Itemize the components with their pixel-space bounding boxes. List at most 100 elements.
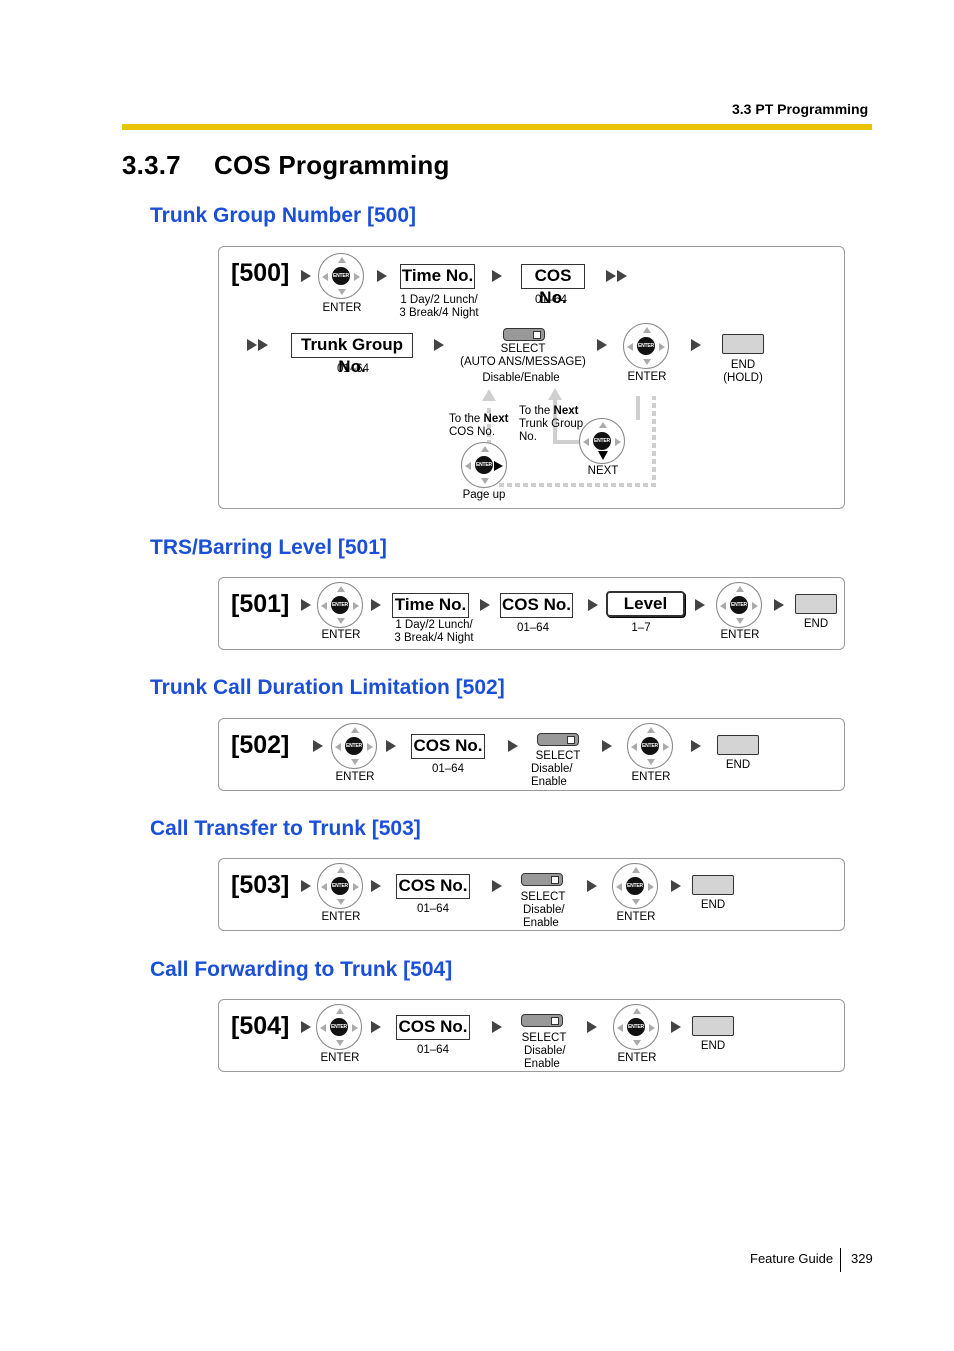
code-500: [500]: [231, 259, 290, 287]
subsection-title-503: Call Transfer to Trunk [503]: [150, 817, 421, 840]
level-range-label: 1–7: [631, 622, 651, 634]
page-up-label: Page up: [462, 489, 506, 501]
disable-enable-label: Disable/ Enable: [524, 1045, 566, 1070]
enter-key-icon[interactable]: ENTER: [623, 323, 669, 369]
header-rule: [122, 124, 872, 130]
code-504: [504]: [231, 1012, 290, 1040]
section-number: 3.3.7: [122, 150, 181, 180]
cos-range-label: 01–64: [417, 903, 449, 915]
step-arrow: [588, 599, 598, 611]
page-number: 329: [851, 1251, 873, 1266]
step-arrow: [371, 880, 381, 892]
step-arrow: [671, 880, 681, 892]
subsection-title-500: Trunk Group Number [500]: [150, 204, 417, 227]
trunk-group-no-field[interactable]: Trunk Group No.: [291, 333, 413, 376]
enter-label: ENTER: [627, 371, 667, 383]
step-arrow: [508, 740, 518, 752]
continue-arrow: [247, 339, 271, 351]
enter-key-icon[interactable]: ENTER: [316, 1004, 362, 1050]
end-label: END: [725, 759, 751, 771]
enter-key-icon[interactable]: ENTER: [716, 582, 762, 628]
section-name: COS Programming: [214, 150, 450, 180]
select-key-icon[interactable]: [521, 873, 563, 886]
cos-no-field[interactable]: COS No.: [396, 1015, 470, 1040]
cos-no-field[interactable]: COS No.: [396, 874, 470, 899]
step-arrow: [371, 599, 381, 611]
enter-label: ENTER: [720, 629, 760, 641]
cos-range-label: 01–64: [417, 1044, 449, 1056]
end-label: END: [700, 1040, 726, 1052]
time-no-field[interactable]: Time No.: [400, 264, 475, 289]
subsection-title-501: TRS/Barring Level [501]: [150, 536, 387, 559]
step-arrow: [377, 270, 387, 282]
end-key-icon[interactable]: [795, 594, 837, 614]
subsection-title-504: Call Forwarding to Trunk [504]: [150, 958, 453, 981]
enter-key-icon[interactable]: ENTER: [331, 723, 377, 769]
enter-label: ENTER: [335, 771, 375, 783]
disable-enable-label: Disable/Enable: [482, 372, 560, 384]
enter-key-icon[interactable]: ENTER: [317, 863, 363, 909]
cos-no-field[interactable]: COS No.: [411, 734, 485, 759]
code-502: [502]: [231, 731, 290, 759]
end-key-icon[interactable]: [692, 875, 734, 895]
step-arrow: [301, 270, 311, 282]
step-arrow: [492, 1021, 502, 1033]
code-503: [503]: [231, 871, 290, 899]
step-arrow: [587, 880, 597, 892]
cos-range-label: 01–64: [535, 294, 567, 306]
footer-label: Feature Guide: [750, 1251, 834, 1266]
disable-enable-label: Disable/ Enable: [523, 904, 565, 929]
select-key-icon[interactable]: [503, 328, 545, 341]
next-key-icon[interactable]: ENTER: [579, 418, 625, 464]
step-arrow: [301, 1021, 311, 1033]
code-501: [501]: [231, 590, 290, 618]
step-arrow: [301, 880, 311, 892]
level-field[interactable]: Level: [606, 591, 685, 617]
enter-key-icon[interactable]: ENTER: [612, 863, 658, 909]
end-key-icon[interactable]: [722, 334, 764, 354]
enter-label: ENTER: [617, 1052, 657, 1064]
section-title: 3.3.7 COS Programming: [122, 150, 450, 181]
cos-no-field[interactable]: COS No.: [521, 264, 585, 307]
end-key-icon[interactable]: [717, 735, 759, 755]
step-arrow: [371, 1021, 381, 1033]
continue-arrow: [606, 270, 630, 282]
select-label: SELECT: [521, 1032, 567, 1044]
end-label: END: [730, 359, 756, 371]
cos-no-field[interactable]: COS No.: [500, 593, 573, 618]
select-label: SELECT: [535, 750, 581, 762]
step-arrow: [774, 599, 784, 611]
step-arrow: [695, 599, 705, 611]
subsection-title-502: Trunk Call Duration Limitation [502]: [150, 676, 505, 699]
enter-label: ENTER: [631, 771, 671, 783]
time-range-label: 1 Day/2 Lunch/ 3 Break/4 Night: [399, 294, 479, 319]
select-key-icon[interactable]: [537, 733, 579, 746]
select-key-icon[interactable]: [521, 1014, 563, 1027]
enter-label: ENTER: [321, 911, 361, 923]
select-label: SELECT: [500, 343, 546, 355]
panel-503: [503] ENTER ENTER COS No. 01–64 SELECT D…: [218, 858, 845, 931]
disable-enable-label: Disable/ Enable: [531, 763, 573, 788]
step-arrow: [313, 740, 323, 752]
step-arrow: [492, 880, 502, 892]
trunk-range-label: 01–64: [337, 363, 369, 375]
enter-key-icon[interactable]: ENTER: [613, 1004, 659, 1050]
step-arrow: [602, 740, 612, 752]
end-label: END: [700, 899, 726, 911]
end-key-icon[interactable]: [692, 1016, 734, 1036]
step-arrow: [434, 339, 444, 351]
enter-key-icon[interactable]: ENTER: [318, 253, 364, 299]
enter-label: ENTER: [322, 302, 362, 314]
time-range-label: 1 Day/2 Lunch/ 3 Break/4 Night: [394, 619, 474, 644]
footer-divider: [840, 1248, 841, 1272]
loop-connectors: [482, 388, 656, 487]
panel-501: [501] ENTER ENTER Time No. 1 Day/2 Lunch…: [218, 577, 845, 650]
time-no-field[interactable]: Time No.: [392, 593, 469, 618]
enter-key-icon[interactable]: ENTER: [627, 723, 673, 769]
enter-key-icon[interactable]: ENTER: [317, 582, 363, 628]
step-arrow: [691, 740, 701, 752]
end-hold-label: (HOLD): [723, 372, 763, 384]
page-up-key-icon[interactable]: ENTER: [461, 442, 507, 488]
step-arrow: [301, 599, 311, 611]
